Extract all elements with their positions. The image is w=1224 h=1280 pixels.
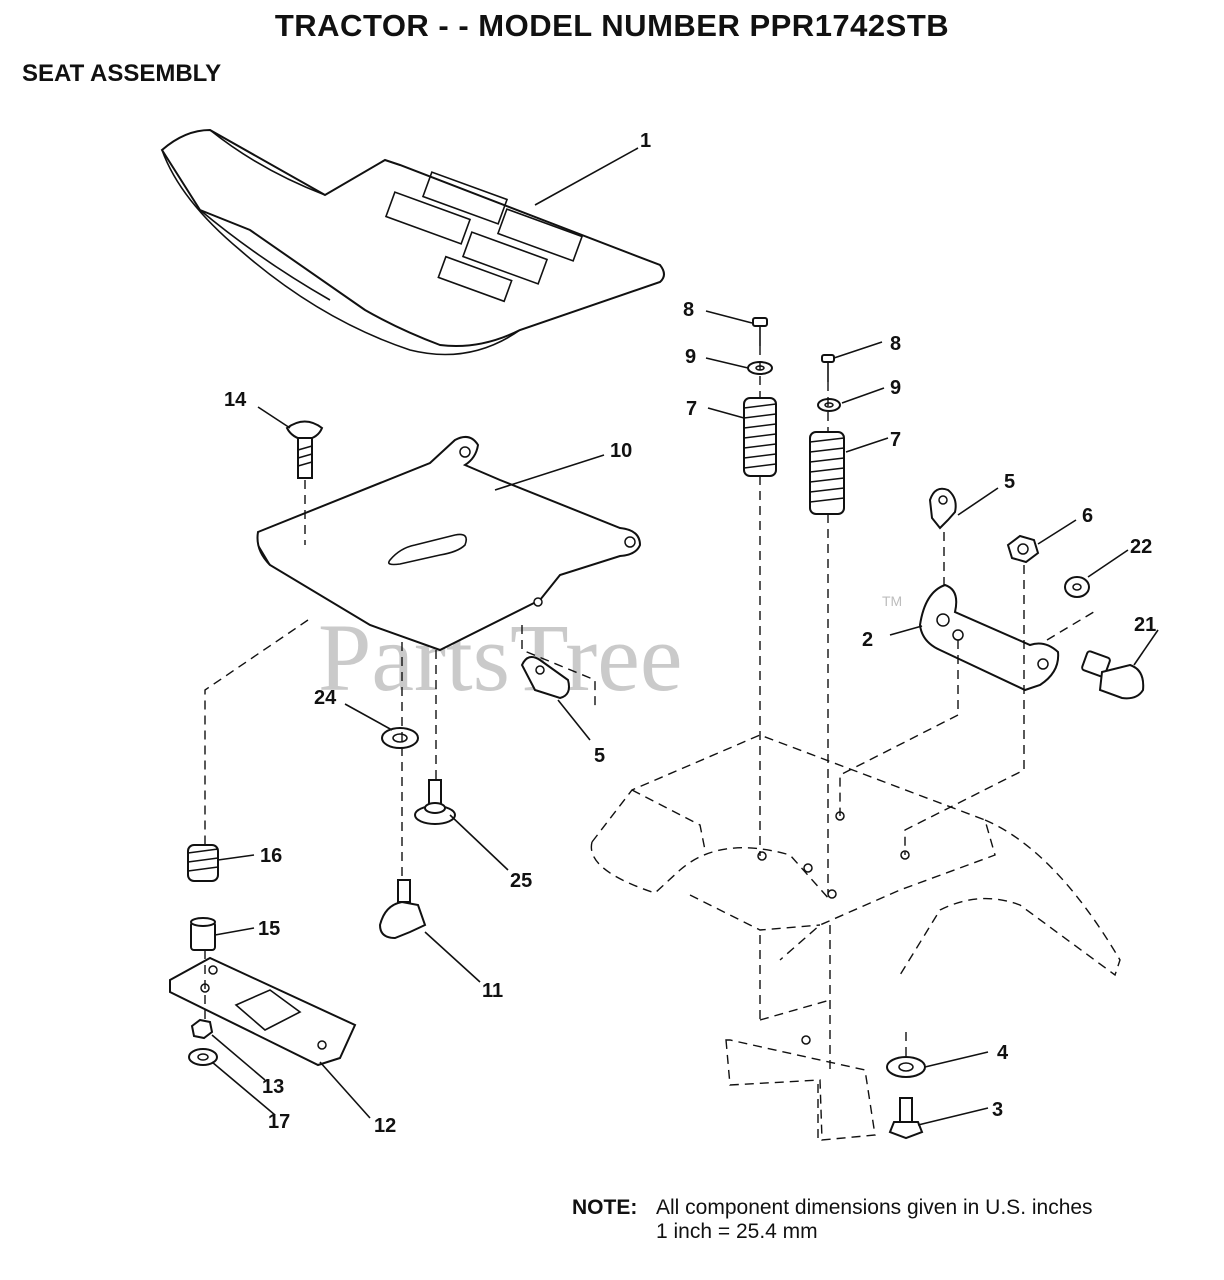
shoulder-bolt-part xyxy=(1081,650,1145,700)
callout-24: 24 xyxy=(314,687,337,709)
spring-16-part xyxy=(187,844,219,882)
callout-leaders xyxy=(211,147,1159,1126)
callout-5-lower: 5 xyxy=(594,745,605,767)
callout-25: 25 xyxy=(510,870,532,892)
washer-9-right-part xyxy=(817,398,841,412)
note-line-1: All component dimensions given in U.S. i… xyxy=(656,1196,1093,1219)
spring-right-part xyxy=(809,431,845,515)
callout-17: 17 xyxy=(268,1111,290,1133)
callout-9-left: 9 xyxy=(685,346,696,368)
washer-4-part xyxy=(886,1056,926,1078)
seat-part xyxy=(160,128,665,356)
callout-15: 15 xyxy=(258,918,280,940)
seat-pan-part xyxy=(256,435,642,652)
note-label: NOTE: xyxy=(572,1196,638,1219)
callout-11: 11 xyxy=(482,980,503,1002)
page-title: TRACTOR - - MODEL NUMBER PPR1742STB xyxy=(274,8,950,43)
lock-nut-part xyxy=(1006,534,1040,564)
spring-clip-upper-part xyxy=(928,487,957,530)
callout-21: 21 xyxy=(1134,614,1156,636)
dimensions-note: NOTE: All component dimensions given in U… xyxy=(572,1196,1093,1244)
note-line-2: 1 inch = 25.4 mm xyxy=(656,1220,818,1243)
callout-9-right: 9 xyxy=(890,377,901,399)
flange-nut-17-part xyxy=(188,1048,218,1066)
callout-10: 10 xyxy=(610,440,632,462)
spacer-15-part xyxy=(190,917,216,951)
assembly-guide-lines xyxy=(204,346,1098,1070)
callout-22: 22 xyxy=(1130,536,1152,558)
callout-4: 4 xyxy=(997,1042,1009,1064)
bolt-8-left-part xyxy=(752,317,768,346)
callout-7-right: 7 xyxy=(890,429,901,451)
callout-14: 14 xyxy=(224,389,247,411)
fender-chassis-outline xyxy=(590,734,1121,1142)
shoulder-bolt-25-part xyxy=(414,779,456,825)
adjustment-knob-part xyxy=(378,879,427,940)
callout-8-left: 8 xyxy=(683,299,694,321)
callout-5-upper: 5 xyxy=(1004,471,1015,493)
callout-12: 12 xyxy=(374,1115,396,1137)
callout-8-right: 8 xyxy=(890,333,901,355)
washer-22-part xyxy=(1064,576,1090,598)
section-title: SEAT ASSEMBLY xyxy=(22,60,222,87)
carriage-bolt-part xyxy=(285,420,324,479)
nut-13-part xyxy=(190,1018,214,1040)
washer-24-part xyxy=(381,727,419,749)
callout-7-left: 7 xyxy=(686,398,697,420)
bolt-3-part xyxy=(888,1097,924,1140)
spring-left-part xyxy=(743,397,777,477)
callout-13: 13 xyxy=(262,1076,284,1098)
callout-6: 6 xyxy=(1082,505,1093,527)
spring-clip-lower-part xyxy=(520,655,570,700)
bolt-8-right-part xyxy=(821,354,835,382)
callout-1: 1 xyxy=(640,130,651,152)
note-text: All component dimensions given in U.S. i… xyxy=(656,1196,1093,1244)
callout-2: 2 xyxy=(862,629,873,651)
trademark-mark: TM xyxy=(882,593,902,609)
callout-labels: 1 14 10 8 9 7 8 9 7 5 6 22 2 21 24 5 16 … xyxy=(224,130,1156,1137)
callout-3: 3 xyxy=(992,1099,1003,1121)
callout-16: 16 xyxy=(260,845,282,867)
hinge-bracket-part xyxy=(918,583,1060,692)
